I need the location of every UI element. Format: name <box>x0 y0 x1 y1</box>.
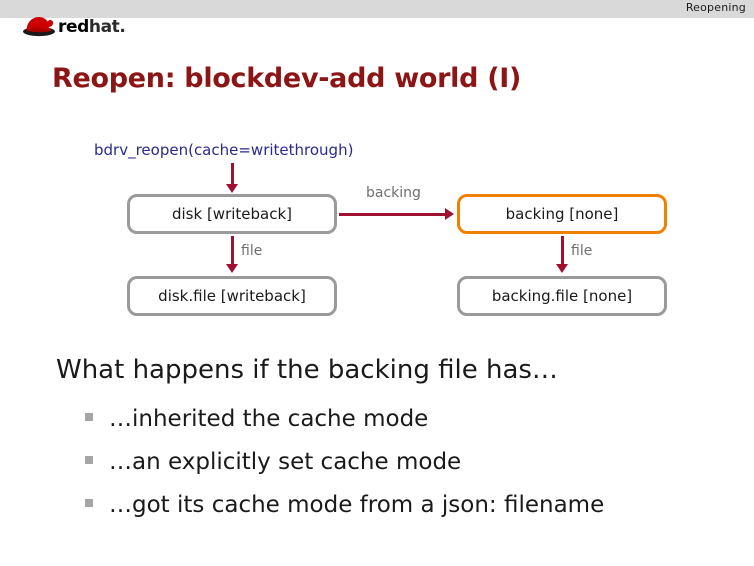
bullet-square-icon <box>85 413 93 421</box>
bullet-list: …inherited the cache mode …an explicitly… <box>85 406 725 535</box>
list-item-label: …an explicitly set cache mode <box>109 449 462 475</box>
node-disk-label: disk [writeback] <box>171 205 293 223</box>
node-disk-file-label: disk.file [writeback] <box>158 287 306 305</box>
redhat-logo-text: redhat. <box>58 17 126 37</box>
logo-text-bold: red <box>58 17 89 37</box>
page-title: Reopen: blockdev-add world (I) <box>52 63 522 94</box>
bullet-square-icon <box>85 456 93 464</box>
list-item: …inherited the cache mode <box>85 406 725 449</box>
node-backing[interactable]: backing [none] <box>457 194 667 234</box>
list-item: …got its cache mode from a json: filenam… <box>85 492 725 535</box>
bdrv-reopen-call-label: bdrv_reopen(cache=writethrough) <box>94 141 354 159</box>
logo-text-light: hat. <box>88 17 126 37</box>
node-disk[interactable]: disk [writeback] <box>127 194 337 234</box>
edge-label-file-right: file <box>571 243 593 259</box>
list-item-label: …inherited the cache mode <box>109 406 429 432</box>
edge-disk-to-disk-file-head-icon <box>226 264 238 273</box>
bullet-square-icon <box>85 499 93 507</box>
section-title: Reopening <box>685 1 746 14</box>
arrow-call-to-disk-line <box>231 163 234 186</box>
list-item-label: …got its cache mode from a json: filenam… <box>109 492 605 518</box>
edge-label-file-left: file <box>241 243 263 259</box>
blockdev-graph-diagram: bdrv_reopen(cache=writethrough) disk [wr… <box>0 130 754 330</box>
node-backing-label: backing [none] <box>505 205 619 223</box>
edge-disk-to-backing-head-icon <box>445 208 454 220</box>
node-backing-file-label: backing.file [none] <box>491 287 633 305</box>
node-disk-file[interactable]: disk.file [writeback] <box>127 276 337 316</box>
arrow-call-to-disk-head-icon <box>226 184 238 193</box>
list-item: …an explicitly set cache mode <box>85 449 725 492</box>
edge-disk-to-backing-line <box>339 213 447 216</box>
edge-disk-to-disk-file-line <box>231 236 234 266</box>
edge-backing-to-backing-file-line <box>561 236 564 266</box>
redhat-logo: redhat. <box>22 14 152 40</box>
question-text: What happens if the backing file has… <box>56 355 558 385</box>
node-backing-file[interactable]: backing.file [none] <box>457 276 667 316</box>
redhat-fedora-icon <box>23 16 55 37</box>
header-band <box>0 0 754 18</box>
edge-label-backing: backing <box>366 185 421 201</box>
edge-backing-to-backing-file-head-icon <box>556 264 568 273</box>
